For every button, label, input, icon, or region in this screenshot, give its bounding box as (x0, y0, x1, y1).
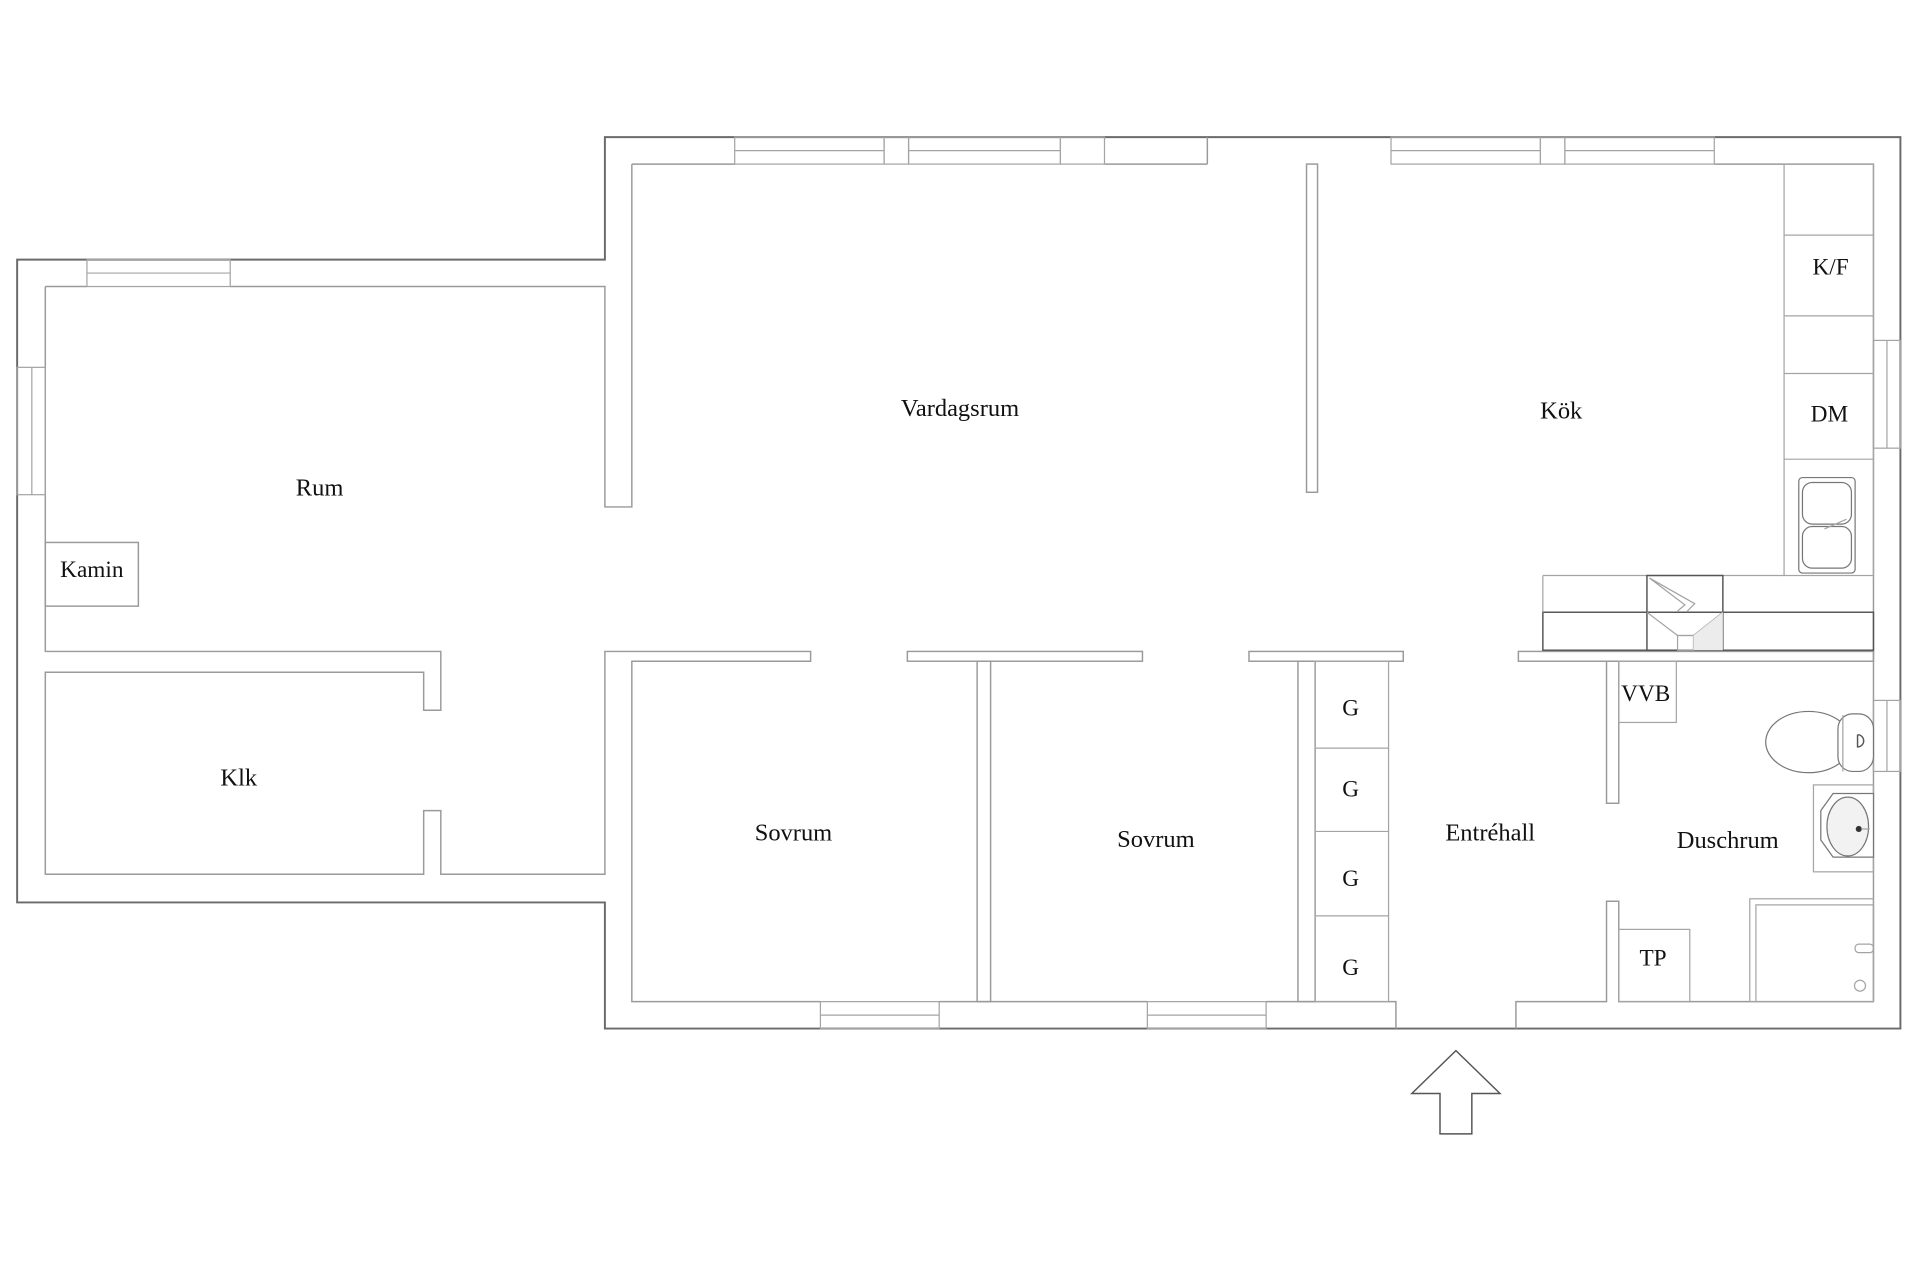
interior-walls (44, 163, 1875, 1003)
window (1872, 699, 1902, 773)
appliance-label-dm: DM (1811, 402, 1848, 428)
entrance-arrow-icon (1410, 1049, 1502, 1135)
shower-icon (1749, 898, 1875, 1003)
room-label-duschrum: Duschrum (1677, 827, 1779, 854)
stove-hood-icon (1646, 574, 1724, 651)
toilet-icon (1765, 710, 1875, 774)
kitchen-counters (1542, 163, 1875, 651)
water-heater (1618, 660, 1677, 724)
closet-label: G (1342, 955, 1359, 981)
kitchen-sink-icon (1798, 476, 1856, 574)
appliance-label-kf: K/F (1813, 255, 1849, 281)
windows (16, 136, 1902, 1030)
washbasin-icon (1812, 784, 1875, 873)
bathroom (1618, 660, 1875, 1003)
window (16, 366, 46, 496)
room-label-sovrum-1: Sovrum (755, 820, 832, 847)
closet-label: G (1342, 776, 1359, 802)
fireplace (44, 541, 140, 607)
room-label-klk: Klk (220, 765, 257, 792)
window (734, 136, 1106, 165)
window (1872, 339, 1902, 449)
window (1390, 136, 1715, 165)
closet-label: G (1342, 696, 1359, 722)
window (1146, 1001, 1267, 1030)
room-label-sovrum-2: Sovrum (1117, 826, 1194, 853)
label-vvb: VVB (1621, 681, 1670, 707)
room-label-vardagsrum: Vardagsrum (901, 395, 1019, 422)
room-label-kok: Kök (1540, 397, 1583, 424)
room-label-entrehall: Entréhall (1445, 820, 1535, 847)
room-label-rum: Rum (296, 474, 344, 501)
label-tp: TP (1639, 945, 1666, 971)
window (819, 1001, 940, 1030)
outer-walls (16, 136, 1902, 1030)
closets (1314, 660, 1390, 1003)
window (86, 258, 231, 288)
laundry-space (1618, 928, 1691, 1003)
room-label-kamin: Kamin (60, 557, 124, 583)
closet-label: G (1342, 866, 1359, 892)
